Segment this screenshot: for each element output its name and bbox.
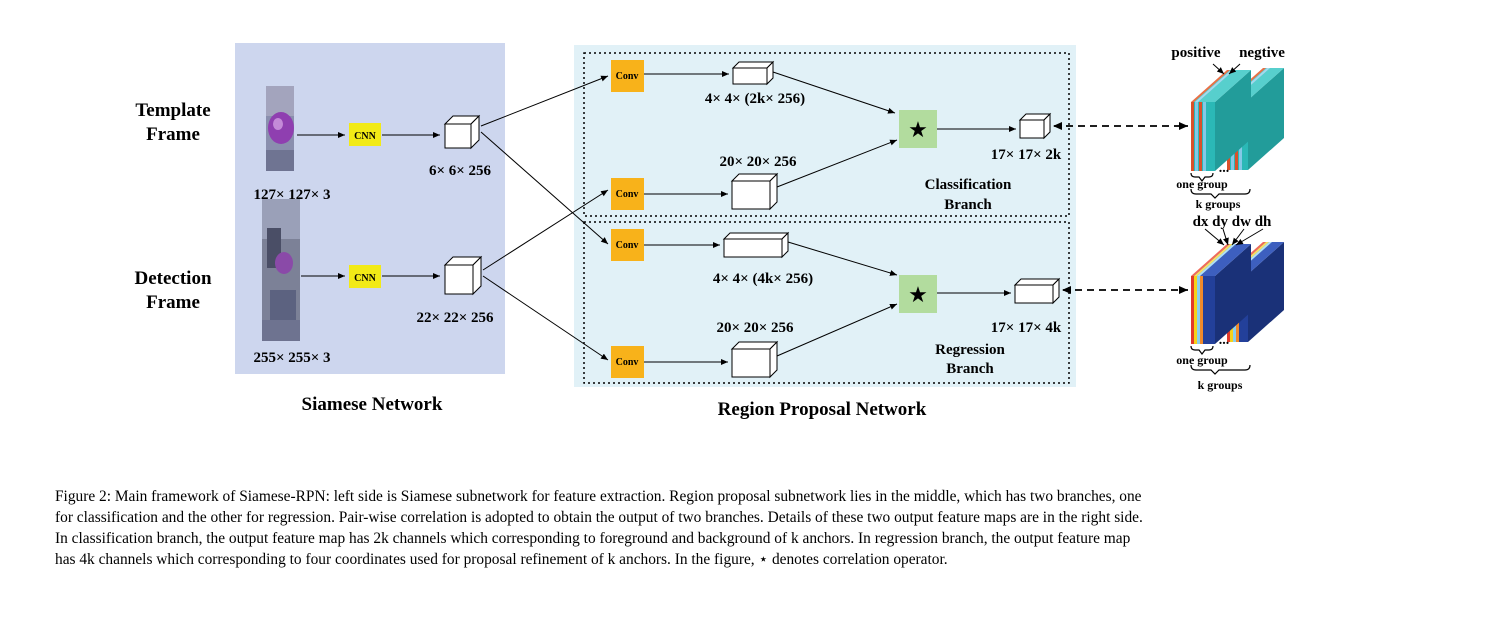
reg-k-groups-label: k groups <box>1198 378 1243 392</box>
detection-feature-cube <box>443 255 483 296</box>
template-label-frame: Frame <box>146 124 200 145</box>
conv-label-reg-kernel: Conv <box>616 240 639 251</box>
cls-branch-label-2: Branch <box>944 197 992 213</box>
negative-label: negtive <box>1239 45 1285 61</box>
detection-size-label: 255× 255× 3 <box>253 350 330 366</box>
conv-box-reg-search <box>611 346 644 378</box>
arrow-reg-kernel-to-star <box>787 241 898 276</box>
template-label: Template <box>135 100 210 121</box>
positive-pointer <box>1212 63 1225 75</box>
conv-label-reg-search: Conv <box>616 357 639 368</box>
cls-kernel-cube <box>731 60 775 86</box>
caption-line-2: for classification and the other for reg… <box>55 509 1143 526</box>
positive-label: positive <box>1171 45 1221 61</box>
cls-kernel-label: 4× 4× (2k× 256) <box>705 91 805 107</box>
cls-correlation-star-icon: ★ <box>908 117 928 142</box>
detection-frame-image <box>262 199 300 341</box>
conv-label-cls-kernel: Conv <box>616 71 639 82</box>
template-feature-label: 6× 6× 256 <box>429 163 492 179</box>
arrow-cls-search-to-star <box>776 139 898 188</box>
dx-pointer <box>1204 228 1225 246</box>
caption-line-4: has 4k channels which corresponding to f… <box>55 551 948 568</box>
template-frame-image <box>266 86 294 171</box>
arrow-template-to-cls-conv <box>480 75 609 127</box>
arrow-cls-kernel-to-star <box>772 71 896 114</box>
cls-one-group-label: one group <box>1176 177 1228 191</box>
figure-caption: Figure 2: Main framework of Siamese-RPN:… <box>55 486 1495 570</box>
arrow-detection-to-reg-conv <box>482 275 609 361</box>
reg-one-group-label: one group <box>1176 353 1228 367</box>
cls-output-label: 17× 17× 2k <box>991 147 1062 163</box>
reg-correlation-star-icon: ★ <box>908 282 928 307</box>
dy-pointer <box>1222 228 1229 246</box>
cls-branch-dotted-box <box>583 52 1070 217</box>
reg-search-cube <box>730 340 779 379</box>
reg-correlation-node <box>899 275 937 313</box>
reg-kernel-label: 4× 4× (4k× 256) <box>713 271 813 287</box>
arrow-template-to-reg-conv <box>480 131 609 245</box>
reg-kernel-cube <box>722 231 790 259</box>
caption-line-3: In classification branch, the output fea… <box>55 530 1131 547</box>
cls-one-group-brace <box>1190 172 1214 182</box>
cls-k-groups-label: k groups <box>1196 197 1241 211</box>
caption-line-1: Figure 2: Main framework of Siamese-RPN:… <box>55 488 1142 505</box>
reg-coords-label: dx dy dw dh <box>1193 214 1272 230</box>
cls-correlation-node <box>899 110 937 148</box>
cnn-box-detection <box>349 265 381 288</box>
cnn-box-template <box>349 123 381 146</box>
reg-output-label: 17× 17× 4k <box>991 320 1062 336</box>
cnn-label-detection: CNN <box>354 273 376 284</box>
arrow-detection-to-cls-conv <box>482 189 609 271</box>
cls-output-feature-map <box>1191 68 1284 171</box>
reg-k-groups-brace <box>1190 364 1251 375</box>
conv-box-cls-kernel <box>611 60 644 92</box>
reg-branch-dotted-box <box>583 221 1070 384</box>
reg-one-group-brace <box>1190 345 1214 355</box>
cls-k-groups-brace <box>1190 188 1251 199</box>
rpn-title: Region Proposal Network <box>718 399 927 420</box>
conv-label-cls-search: Conv <box>616 189 639 200</box>
template-feature-cube <box>443 114 481 150</box>
cls-output-cube <box>1018 112 1052 140</box>
conv-box-cls-search <box>611 178 644 210</box>
conv-box-reg-kernel <box>611 229 644 261</box>
reg-branch-label: Regression <box>935 342 1005 358</box>
dw-pointer <box>1231 228 1245 246</box>
cls-ellipsis: ... <box>1219 161 1230 176</box>
cls-search-cube <box>730 172 779 211</box>
reg-output-cube <box>1013 277 1061 305</box>
reg-search-label: 20× 20× 256 <box>716 320 794 336</box>
siamese-network-title: Siamese Network <box>302 394 443 415</box>
cnn-label-template: CNN <box>354 131 376 142</box>
reg-output-feature-map <box>1191 242 1284 344</box>
cls-search-label: 20× 20× 256 <box>719 154 797 170</box>
detection-label-frame: Frame <box>146 292 200 313</box>
reg-ellipsis: ... <box>1219 333 1230 348</box>
cls-branch-label: Classification <box>925 177 1012 193</box>
arrow-reg-search-to-star <box>776 303 898 357</box>
detection-label: Detection <box>134 268 211 289</box>
detection-feature-label: 22× 22× 256 <box>416 310 494 326</box>
template-size-label: 127× 127× 3 <box>253 187 330 203</box>
reg-branch-label-2: Branch <box>946 361 994 377</box>
negative-pointer <box>1228 63 1241 75</box>
dh-pointer <box>1235 228 1264 246</box>
